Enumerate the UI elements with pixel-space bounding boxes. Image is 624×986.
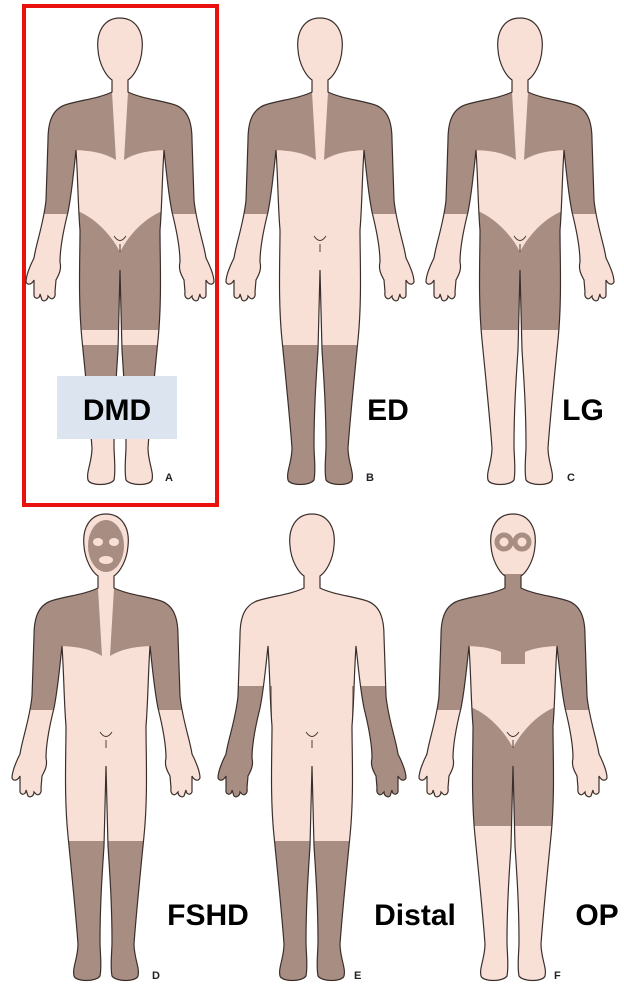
panel-label-c: LG — [562, 394, 604, 427]
panel-letter-a: A — [165, 472, 173, 484]
panel-letter-b: B — [366, 472, 374, 484]
panel-label-f: OP — [575, 899, 618, 932]
eye-region — [515, 535, 529, 549]
affected-region-forearms — [212, 686, 272, 806]
panel-label-b: ED — [367, 394, 409, 427]
panel-label-d: FSHD — [167, 899, 249, 932]
facial-feature — [109, 538, 119, 546]
panel-letter-c: C — [567, 472, 575, 484]
panel-label-e: Distal — [374, 899, 456, 932]
affected-region-forearms — [352, 686, 412, 806]
affected-region-lower-legs — [64, 841, 148, 981]
facial-feature — [99, 556, 113, 564]
panel-letter-f: F — [554, 970, 561, 982]
affected-region-lower-legs — [278, 345, 362, 485]
panel-letter-e: E — [354, 970, 361, 982]
eye-region — [497, 535, 511, 549]
panel-label-a: DMD — [83, 394, 151, 427]
panel-letter-d: D — [152, 970, 160, 982]
affected-region-lower-legs — [270, 841, 354, 981]
facial-feature — [93, 538, 103, 546]
affected-region-face — [88, 520, 124, 572]
